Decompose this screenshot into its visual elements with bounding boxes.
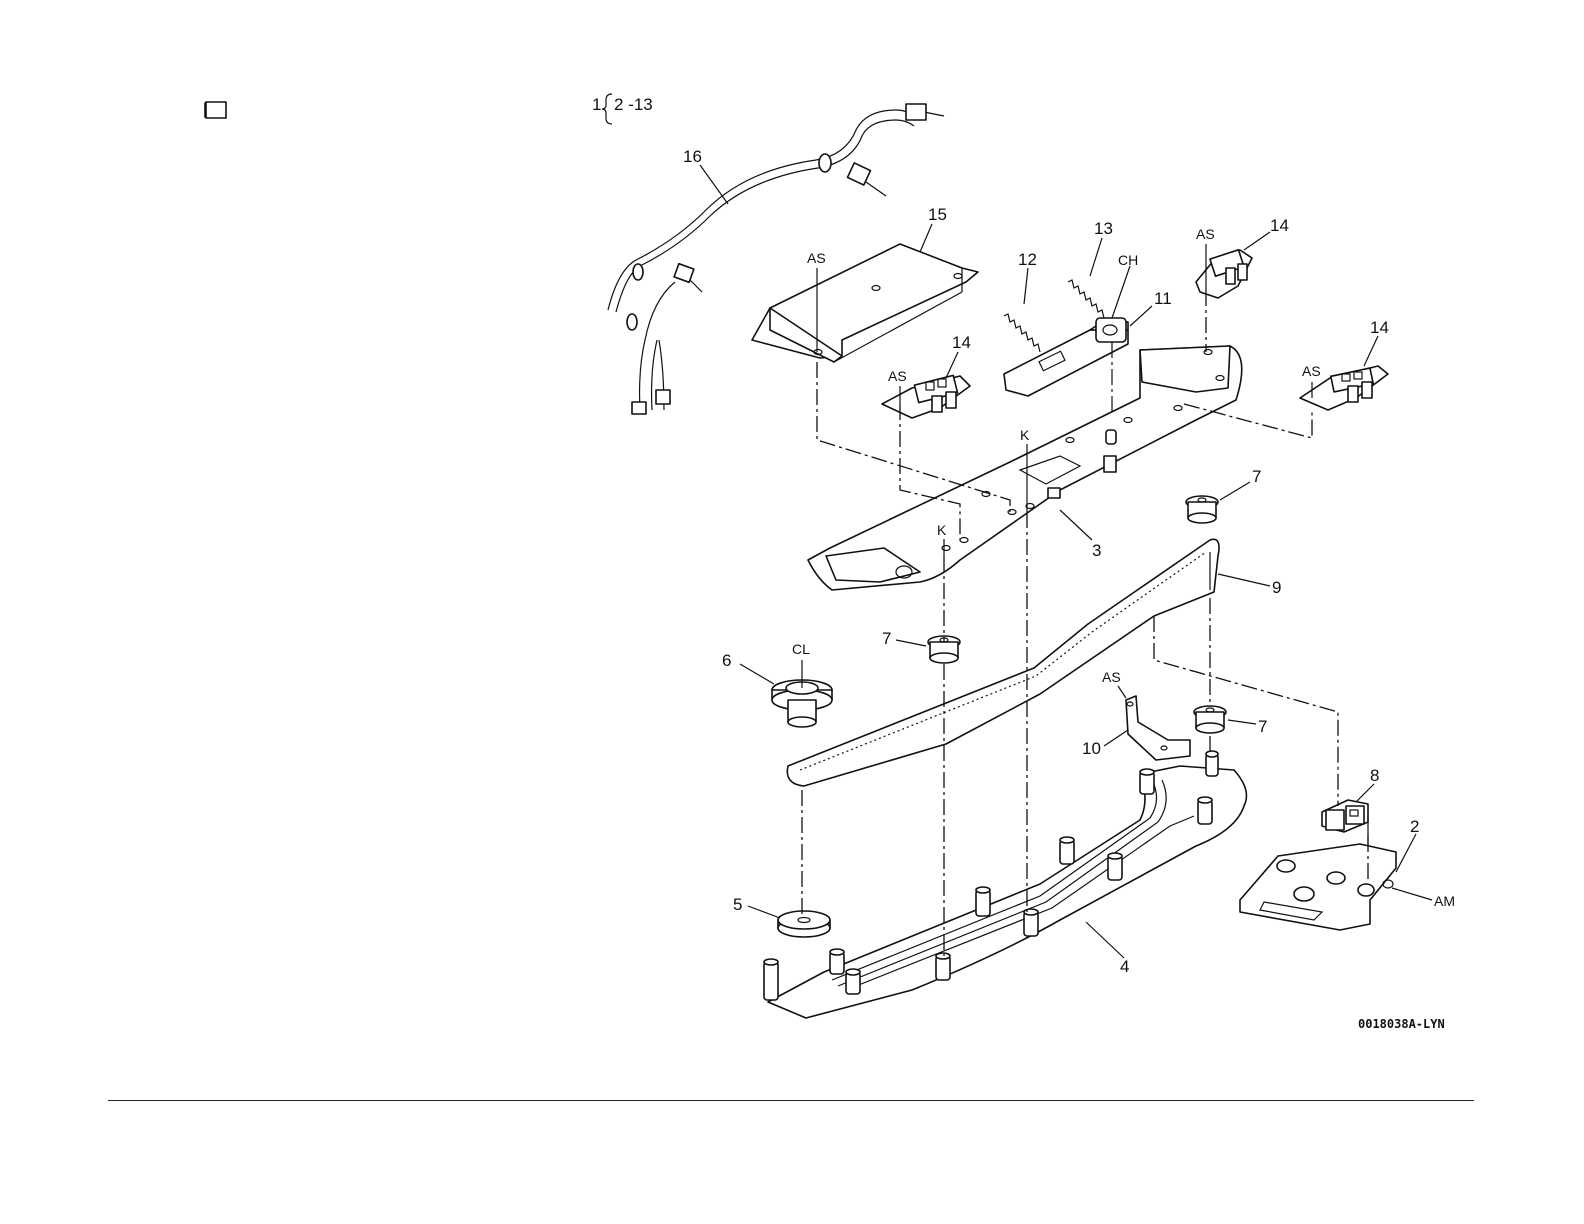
- code-ch: CH: [1118, 252, 1138, 268]
- callout-6: 6: [722, 651, 731, 670]
- part-14-switch-left: 14 AS: [882, 333, 971, 418]
- code-cl: CL: [792, 641, 810, 657]
- code-as-10: AS: [1102, 669, 1121, 685]
- part-14-switch-top: 14 AS: [1196, 216, 1289, 298]
- code-as-14-top: AS: [1196, 226, 1215, 242]
- code-k-upper: K: [1020, 427, 1030, 443]
- part-5-washer: 5: [733, 895, 830, 937]
- callout-2: 2: [1410, 817, 1419, 836]
- index-brace: [602, 94, 612, 124]
- part-13-spring: 13: [1068, 219, 1113, 318]
- callout-8: 8: [1370, 766, 1379, 785]
- part-2-mount-plate: 2 AM: [1240, 817, 1455, 930]
- index-one: 1: [592, 95, 601, 114]
- callout-14-right: 14: [1370, 318, 1389, 337]
- callout-9: 9: [1272, 578, 1281, 597]
- callout-15: 15: [928, 205, 947, 224]
- callout-11: 11: [1154, 289, 1172, 308]
- part-16-wire-harness: 16: [205, 102, 944, 414]
- index-range: 2 -13: [614, 95, 653, 114]
- callout-10: 10: [1082, 739, 1101, 758]
- part-6-gear: 6 CL: [722, 641, 832, 727]
- code-as-15: AS: [807, 250, 826, 266]
- part-10-bracket: 10 AS: [1082, 669, 1190, 760]
- callout-5: 5: [733, 895, 742, 914]
- code-as-14-right: AS: [1302, 363, 1321, 379]
- callout-12: 12: [1018, 250, 1037, 269]
- callout-7-top: 7: [1252, 467, 1261, 486]
- callout-14-top: 14: [1270, 216, 1289, 235]
- callout-3: 3: [1092, 541, 1101, 560]
- code-am: AM: [1434, 893, 1455, 909]
- part-7-pulley-low: 7: [1194, 706, 1267, 736]
- part-14-switch-right: 14 AS: [1300, 318, 1389, 410]
- code-as-14-left: AS: [888, 368, 907, 384]
- header-index: 1 2 -13: [592, 94, 653, 124]
- figure-reference: 0018038A-LYN: [1358, 1017, 1445, 1031]
- code-k-lower: K: [937, 522, 947, 538]
- callout-16: 16: [683, 147, 702, 166]
- callout-7-mid: 7: [882, 629, 891, 648]
- callout-4: 4: [1120, 957, 1129, 976]
- callout-7-low: 7: [1258, 717, 1267, 736]
- part-12-spring: 12: [1004, 250, 1040, 352]
- harness-connector: [906, 104, 926, 120]
- part-15-cover: 15 AS: [752, 205, 978, 362]
- callout-14-left: 14: [952, 333, 971, 352]
- part-4-base: 4: [764, 751, 1246, 1018]
- footer-rule: [108, 1100, 1474, 1101]
- base-posts: [764, 751, 1218, 1000]
- callout-13: 13: [1094, 219, 1113, 238]
- part-7-pulley-mid: 7: [882, 629, 960, 663]
- part-7-pulley-top: 7: [1186, 467, 1261, 523]
